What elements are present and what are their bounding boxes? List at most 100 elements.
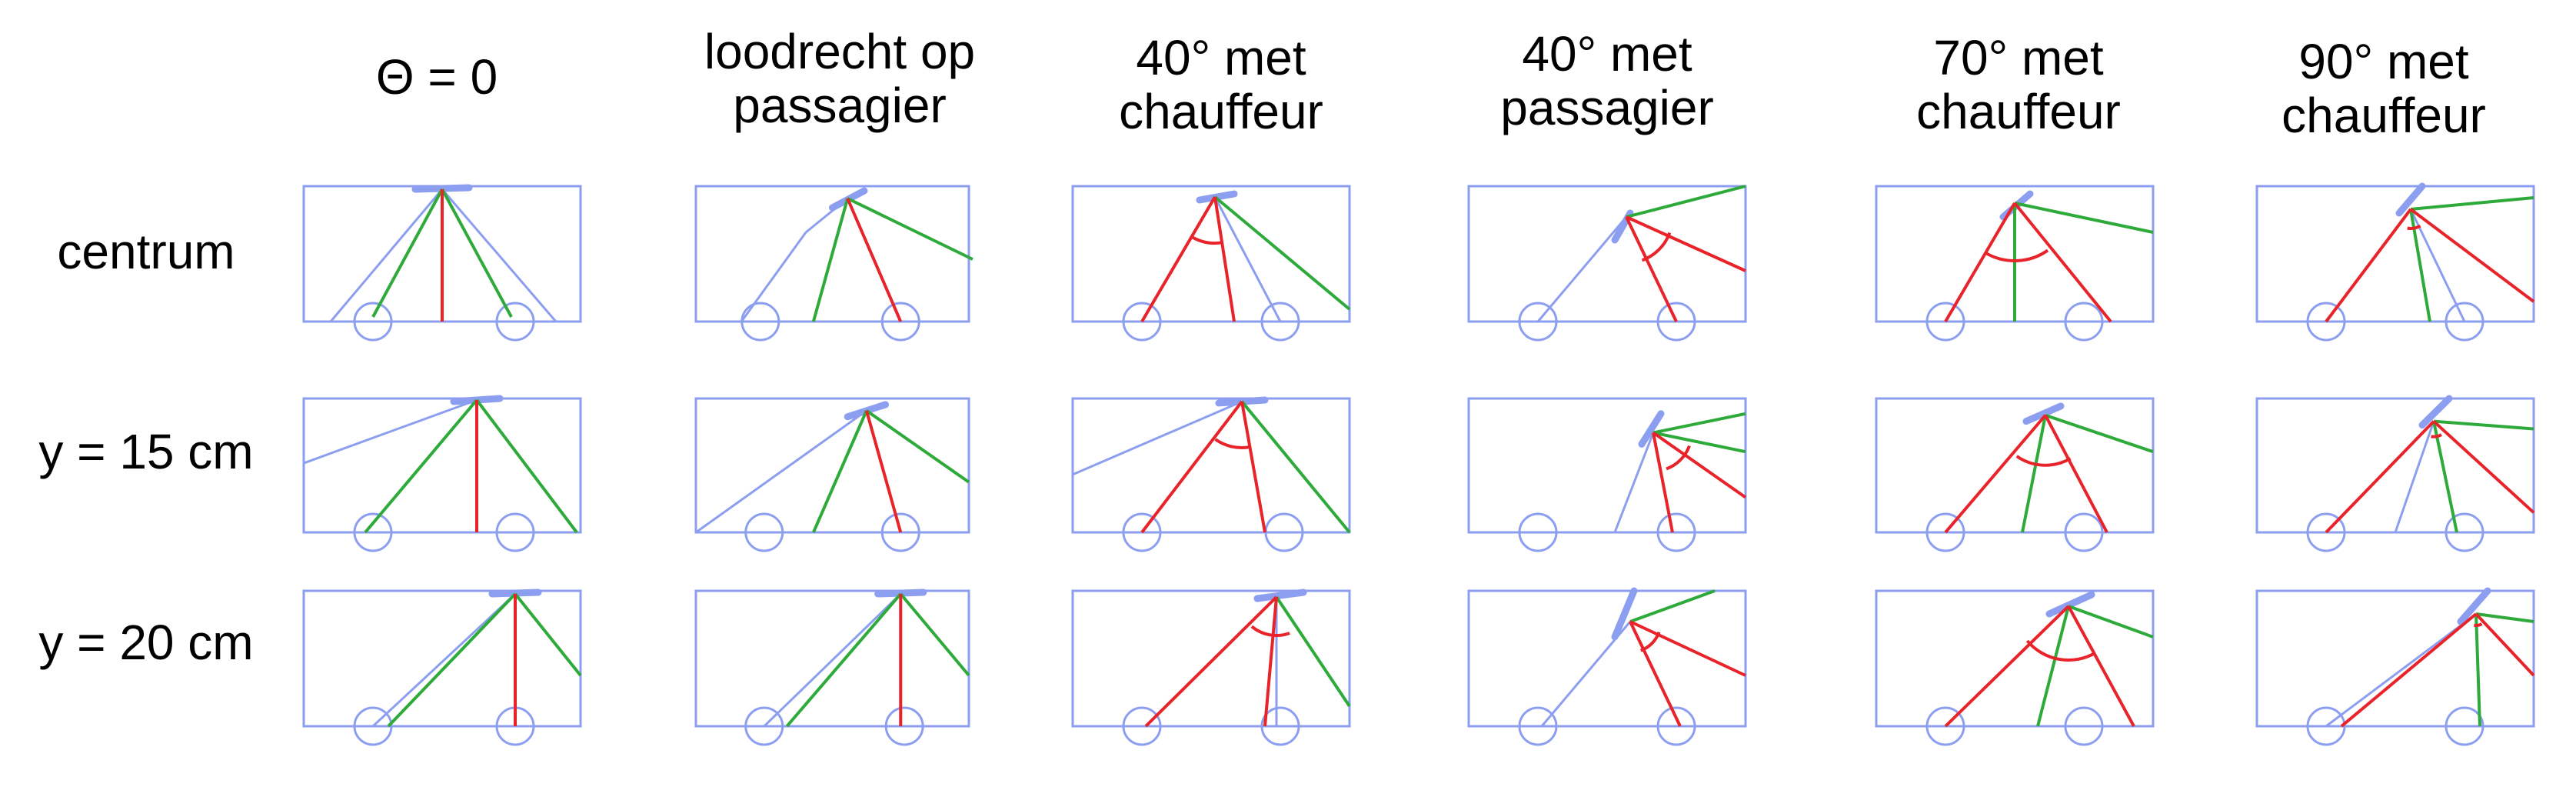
- rear-wheel: [1925, 512, 1965, 552]
- beam-green: [2068, 605, 2154, 639]
- beam-green: [2036, 605, 2070, 727]
- rear-wheel: [1122, 302, 1162, 342]
- beam-green: [865, 409, 970, 484]
- rear-wheel: [744, 512, 784, 552]
- beam-red: [1625, 216, 1678, 322]
- angle-arc: [2407, 224, 2421, 230]
- panel-r3-c4: [1467, 587, 1747, 746]
- sensor-bar: [2395, 182, 2426, 217]
- sensor-bar: [874, 589, 927, 598]
- sightline-blue: [695, 409, 867, 534]
- beam-green: [785, 592, 902, 728]
- front-wheel: [2445, 706, 2484, 746]
- beam-red: [1652, 432, 1674, 533]
- beam-red: [2067, 605, 2135, 727]
- front-wheel: [495, 512, 535, 552]
- sensor-bar: [2022, 402, 2065, 425]
- rear-wheel: [2306, 302, 2346, 342]
- beam-red: [1944, 414, 2047, 534]
- angle-arc: [1641, 232, 1672, 262]
- beam-green: [514, 592, 582, 677]
- angle-arc: [2015, 455, 2072, 467]
- vehicle-outline: [2255, 589, 2535, 728]
- beam-green: [364, 399, 478, 534]
- front-wheel: [1260, 302, 1300, 342]
- rear-wheel: [1122, 512, 1162, 552]
- rear-wheel: [1925, 302, 1965, 342]
- column-header-40-driver: 40° met chauffeur: [1119, 30, 1323, 139]
- sensor-bar: [1638, 410, 1665, 448]
- beam-red: [2432, 420, 2535, 514]
- sensor-bar: [411, 184, 473, 193]
- angle-arc: [2025, 639, 2096, 662]
- panel-r1-c5: [1875, 185, 2155, 342]
- beam-green: [1652, 431, 1746, 454]
- panel-r2-c2: [694, 397, 970, 552]
- rear-wheel: [353, 302, 393, 342]
- front-wheel: [2445, 512, 2484, 552]
- vehicle-outline: [1071, 185, 1351, 323]
- front-wheel: [495, 302, 535, 342]
- beam-red: [2340, 612, 2478, 728]
- rear-wheel: [1518, 512, 1558, 552]
- vehicle-outline: [1071, 589, 1351, 728]
- beam-green: [1275, 595, 1351, 708]
- beam-green: [811, 198, 850, 322]
- panel-r2-c1: [302, 395, 582, 552]
- sightline-blue: [1072, 400, 1243, 476]
- beam-green: [2045, 413, 2154, 454]
- beam-red: [846, 198, 903, 322]
- beam-green: [2410, 196, 2534, 211]
- sensor-bar: [1611, 587, 1638, 641]
- front-wheel: [2064, 706, 2104, 746]
- sightline-blue: [740, 232, 807, 322]
- panel-r2-c3: [1071, 396, 1351, 552]
- angle-arc: [1666, 445, 1691, 471]
- panel-r3-c6: [2255, 587, 2535, 746]
- beam-green: [812, 410, 868, 533]
- vehicle-outline: [694, 185, 970, 323]
- panel-r2-c5: [1875, 397, 2155, 552]
- sightline-blue: [1213, 196, 1282, 322]
- beam-green: [1626, 185, 1746, 218]
- front-wheel: [884, 706, 924, 746]
- rear-wheel: [1122, 706, 1162, 746]
- beam-red: [1944, 605, 2070, 728]
- beam-green: [1213, 195, 1351, 311]
- vehicle-outline: [2255, 185, 2535, 323]
- beam-red: [2409, 208, 2535, 303]
- panel-r3-c3: [1071, 589, 1351, 746]
- beam-red: [1626, 215, 1746, 272]
- sensor-bar: [488, 589, 542, 598]
- column-header-theta-0: Θ = 0: [375, 49, 498, 105]
- vehicle-outline: [694, 397, 970, 534]
- column-header-40-passenger: 40° met passagier: [1500, 26, 1714, 135]
- front-wheel: [2445, 302, 2484, 342]
- beam-green: [1629, 589, 1716, 623]
- beam-red: [2044, 414, 2108, 533]
- front-wheel: [2064, 512, 2104, 552]
- beam-green: [899, 592, 970, 677]
- front-wheel: [880, 512, 920, 552]
- beam-green: [2432, 421, 2458, 533]
- beam-green: [475, 399, 578, 534]
- rear-wheel: [353, 512, 393, 552]
- panel-r3-c1: [302, 589, 582, 746]
- rear-wheel: [1518, 302, 1558, 342]
- sightline-blue: [2394, 421, 2435, 533]
- angle-arc: [2474, 622, 2483, 627]
- rear-wheel: [1518, 706, 1558, 746]
- beam-green: [1240, 400, 1351, 534]
- column-header-70-driver: 70° met chauffeur: [1916, 30, 2121, 139]
- panel-r2-c6: [2255, 395, 2535, 552]
- panel-r2-c4: [1467, 397, 1747, 552]
- panel-r3-c2: [694, 589, 970, 746]
- angle-arc: [1250, 625, 1290, 637]
- sensor-bar: [2457, 587, 2491, 625]
- beam-green: [2014, 202, 2154, 234]
- panel-r1-c4: [1467, 185, 1747, 342]
- sightline-blue: [1613, 432, 1655, 533]
- row-label-centrum: centrum: [57, 224, 235, 279]
- vehicle-outline: [1467, 185, 1747, 323]
